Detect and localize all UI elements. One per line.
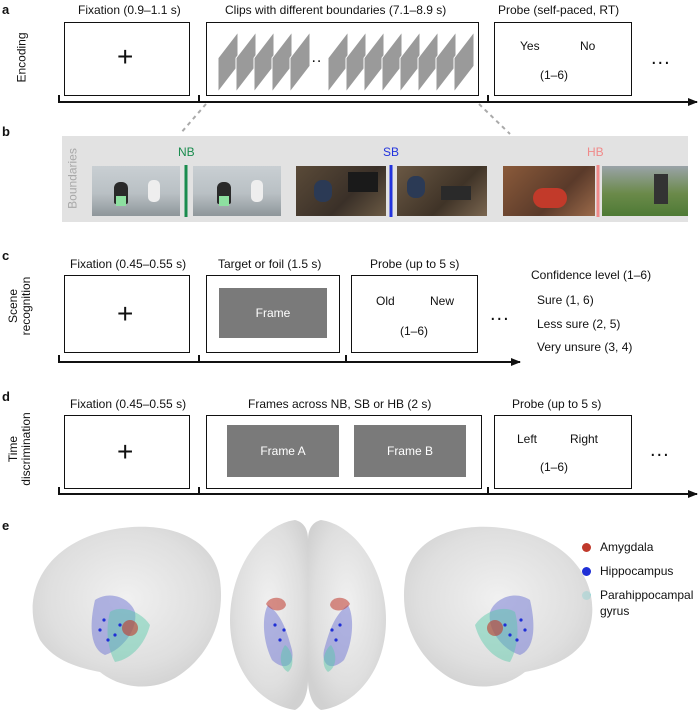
c-trailing-ellipsis: ...	[490, 303, 510, 325]
confidence-item-sure: Sure (1, 6)	[537, 293, 594, 307]
clip-stack-right	[327, 30, 475, 94]
fixation-cross: +	[117, 41, 134, 72]
d-frames-box: Frame A Frame B	[206, 415, 482, 489]
c-probe-scale: (1–6)	[400, 324, 429, 338]
d-frames-label: Frames across NB, SB or HB (2 s)	[248, 397, 432, 411]
confidence-item-very-unsure: Very unsure (3, 4)	[537, 340, 633, 354]
c-probe-label: Probe (up to 5 s)	[370, 257, 460, 271]
d-trailing-ellipsis: ...	[650, 439, 670, 461]
c-fixation-label: Fixation (0.45–0.55 s)	[70, 257, 187, 271]
hippocampus-legend-label: Hippocampus	[600, 564, 674, 578]
amygdala-legend-dot	[582, 543, 591, 552]
clip-stack-left	[217, 30, 311, 94]
d-fixation-box: +	[64, 415, 190, 489]
hb-photo-right	[602, 166, 688, 216]
parahippocampal-legend-label-cont: gyrus	[600, 604, 630, 618]
fixation-cross: +	[117, 298, 134, 329]
sb-photo-right	[397, 166, 487, 216]
a-probe-box: Yes No (1–6)	[494, 22, 632, 96]
panel-letter-d: d	[2, 389, 10, 404]
c-target-box: Frame	[206, 275, 340, 353]
c-frame: Frame	[219, 288, 327, 338]
c-target-label: Target or foil (1.5 s)	[218, 257, 322, 271]
d-probe-scale: (1–6)	[540, 460, 569, 474]
a-probe-scale: (1–6)	[540, 68, 569, 82]
panel-letter-e: e	[2, 518, 10, 533]
panel-letter-b: b	[2, 124, 10, 139]
hb-photo-left	[503, 166, 595, 216]
amygdala-legend-label: Amygdala	[600, 540, 654, 554]
confidence-title: Confidence level (1–6)	[531, 268, 652, 282]
parahippocampal-legend-label: Parahippocampal	[600, 588, 694, 602]
d-probe-left: Left	[517, 432, 538, 446]
panel-letter-a: a	[2, 2, 10, 17]
a-probe-yes: Yes	[520, 39, 540, 53]
c-probe-new: New	[430, 294, 455, 308]
sb-label: SB	[383, 145, 400, 159]
brain-lateral-right	[403, 526, 593, 687]
sb-photo-left	[296, 166, 386, 216]
nb-photo-left	[92, 166, 180, 216]
c-probe-box: Old New (1–6)	[351, 275, 478, 353]
d-fixation-label: Fixation (0.45–0.55 s)	[70, 397, 187, 411]
d-timeline	[58, 487, 698, 498]
d-probe-right: Right	[570, 432, 599, 446]
c-probe-old: Old	[376, 294, 395, 308]
d-probe-box: Left Right (1–6)	[494, 415, 632, 489]
d-frame-a: Frame A	[227, 425, 339, 477]
a-clips-label: Clips with different boundaries (7.1–8.9…	[225, 3, 447, 17]
fixation-cross: +	[117, 436, 134, 467]
a-probe-label: Probe (self-paced, RT)	[498, 3, 620, 17]
brain-lateral-left	[32, 526, 222, 687]
a-probe-no: No	[580, 39, 596, 53]
d-frame-b: Frame B	[354, 425, 466, 477]
nb-label: NB	[178, 145, 195, 159]
a-fixation-box: +	[64, 22, 190, 96]
a-fixation-label: Fixation (0.9–1.1 s)	[78, 3, 181, 17]
hb-label: HB	[587, 145, 604, 159]
a-timeline	[58, 95, 698, 106]
connector-left	[179, 103, 207, 135]
panel-letter-c: c	[2, 248, 10, 263]
connector-right	[478, 103, 511, 135]
nb-photo-right	[193, 166, 281, 216]
hippocampus-legend-dot	[582, 567, 591, 576]
d-probe-label: Probe (up to 5 s)	[512, 397, 602, 411]
c-timeline	[58, 355, 521, 366]
c-fixation-box: +	[64, 275, 190, 353]
confidence-item-less-sure: Less sure (2, 5)	[537, 317, 621, 331]
brain-top-view	[230, 520, 386, 710]
a-trailing-ellipsis: ...	[651, 47, 671, 69]
